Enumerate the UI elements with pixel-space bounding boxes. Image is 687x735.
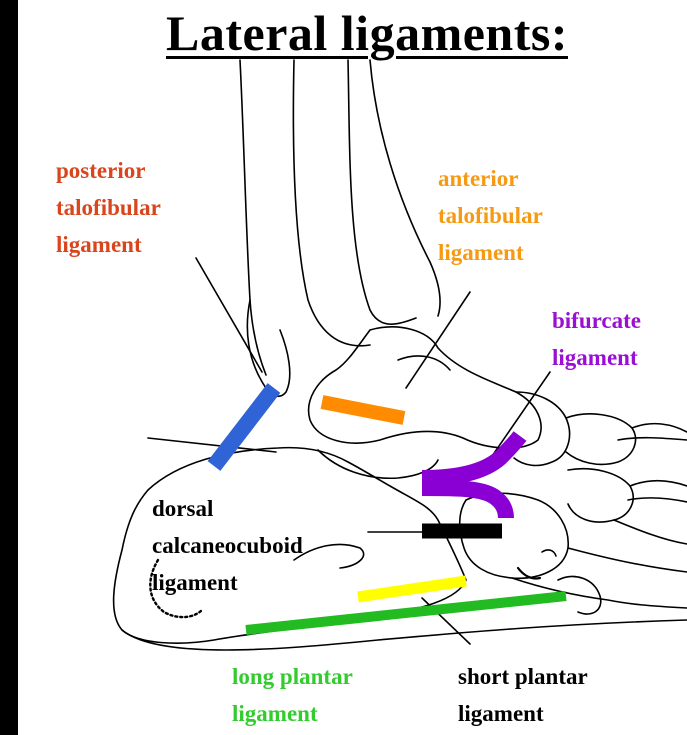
posterior-talofibular-band xyxy=(214,388,274,466)
lateral-malleolus xyxy=(247,300,289,396)
posterior-talofibular-label: posterior talofibular ligament xyxy=(56,152,161,263)
tibia-outline xyxy=(348,60,416,324)
diagram-canvas: Lateral ligaments: posterior talofibular… xyxy=(18,0,687,735)
talus-outline xyxy=(309,327,541,448)
metatarsal-2 xyxy=(628,498,687,502)
metatarsal-1 xyxy=(618,438,687,440)
dorsal-calcaneocuboid-line-2: calcaneocuboid xyxy=(152,527,303,564)
long-plantar-line-1: long plantar xyxy=(232,658,353,695)
dorsal-calcaneocuboid-line-3: ligament xyxy=(152,564,303,601)
posterior-talofibular-line-2: talofibular xyxy=(56,189,161,226)
short-plantar-line-2: ligament xyxy=(458,695,588,732)
fibula-outline xyxy=(240,60,266,375)
page-title: Lateral ligaments: xyxy=(102,2,632,64)
cuneiform-3 xyxy=(632,424,687,432)
leader-dorsal-calcaneocuboid xyxy=(148,438,276,452)
leader-anterior-talofibular xyxy=(406,292,470,388)
anterior-talofibular-line-2: talofibular xyxy=(438,197,543,234)
fibula-outline-inner xyxy=(293,60,370,346)
cuboid-groove xyxy=(542,550,556,556)
anterior-talofibular-label: anterior talofibular ligament xyxy=(438,160,543,271)
bifurcate-label: bifurcate ligament xyxy=(552,302,641,376)
long-plantar-line-2: ligament xyxy=(232,695,353,732)
anterior-talofibular-line-3: ligament xyxy=(438,234,543,271)
long-plantar-label: long plantar ligament xyxy=(232,658,353,732)
calcaneus-process xyxy=(294,544,364,568)
metatarsal-3 xyxy=(614,520,687,544)
anterior-talofibular-line-1: anterior xyxy=(438,160,543,197)
anterior-talofibular-band xyxy=(322,402,404,418)
bifurcate-band-upper xyxy=(422,436,520,478)
short-plantar-band xyxy=(358,581,466,597)
cuneiform-2 xyxy=(568,469,633,522)
dorsal-calcaneocuboid-line-1: dorsal xyxy=(152,490,303,527)
bifurcate-line-1: bifurcate xyxy=(552,302,641,339)
cuneiform-4 xyxy=(630,481,687,486)
posterior-talofibular-line-3: ligament xyxy=(56,226,161,263)
short-plantar-label: short plantar ligament xyxy=(458,658,588,732)
plantar-contour xyxy=(122,620,687,650)
bifurcate-line-2: ligament xyxy=(552,339,641,376)
posterior-talofibular-line-1: posterior xyxy=(56,152,161,189)
long-plantar-band xyxy=(246,596,566,630)
tibia-outline-front xyxy=(370,60,440,316)
short-plantar-line-1: short plantar xyxy=(458,658,588,695)
metatarsal-4 xyxy=(568,548,687,572)
talus-dome xyxy=(398,356,450,370)
dorsal-calcaneocuboid-label: dorsal calcaneocuboid ligament xyxy=(152,490,303,601)
sinus-tarsi xyxy=(318,450,438,478)
